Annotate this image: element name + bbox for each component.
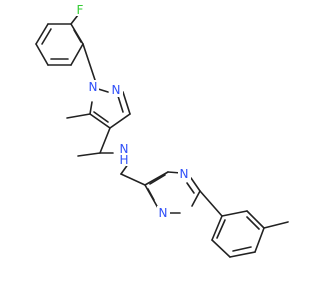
pyrimidine-ring xyxy=(144,171,201,214)
bond xyxy=(191,190,201,207)
atom-label-pyrazole-n2: N xyxy=(110,83,123,97)
bond xyxy=(82,43,96,81)
atom-label-pyrimidine-n1: N xyxy=(178,167,191,182)
bond xyxy=(70,14,79,25)
bond xyxy=(199,190,223,217)
bond xyxy=(190,177,201,192)
bond xyxy=(232,246,252,252)
bond xyxy=(147,188,155,201)
fluorophenyl-ring xyxy=(35,23,84,66)
bond xyxy=(35,43,49,66)
bond xyxy=(99,127,111,154)
bond xyxy=(246,210,265,229)
bond xyxy=(254,227,265,253)
pyrazole-n2-label: N xyxy=(112,83,121,97)
bond xyxy=(263,221,289,229)
bond xyxy=(229,251,256,258)
amine-n-label: N xyxy=(120,142,129,156)
bond xyxy=(144,171,169,186)
bond xyxy=(211,239,231,258)
pyrimidine-n3-label: N xyxy=(159,206,168,220)
bond xyxy=(117,95,124,113)
bond xyxy=(211,215,223,241)
bond xyxy=(93,111,109,123)
bond xyxy=(122,91,131,115)
bond xyxy=(149,174,166,185)
bond xyxy=(216,219,226,239)
bond xyxy=(246,216,260,230)
bond xyxy=(186,182,195,194)
atom-label-f: F xyxy=(74,3,86,17)
fluorine-label: F xyxy=(77,3,84,17)
atom-label-amine: N H xyxy=(115,142,135,167)
bond xyxy=(35,23,49,45)
molecule-structure: F N N N H N N xyxy=(35,3,289,258)
tolyl-ring xyxy=(211,210,265,258)
bond xyxy=(41,28,52,45)
atom-label-pyrazole-n1: N xyxy=(87,80,99,94)
bond xyxy=(89,101,93,115)
bond xyxy=(120,173,146,186)
bond xyxy=(70,43,84,66)
atom-label-pyrimidine-n3: N xyxy=(157,206,170,221)
bond xyxy=(77,152,101,157)
bond xyxy=(66,113,91,119)
pyrazole-n1-label: N xyxy=(89,80,98,94)
pyrimidine-n1-label: N xyxy=(180,167,189,181)
bond xyxy=(221,210,248,217)
amine-h-label: H xyxy=(119,153,128,167)
bond xyxy=(73,29,82,43)
bond xyxy=(89,113,111,129)
bond xyxy=(109,113,131,129)
